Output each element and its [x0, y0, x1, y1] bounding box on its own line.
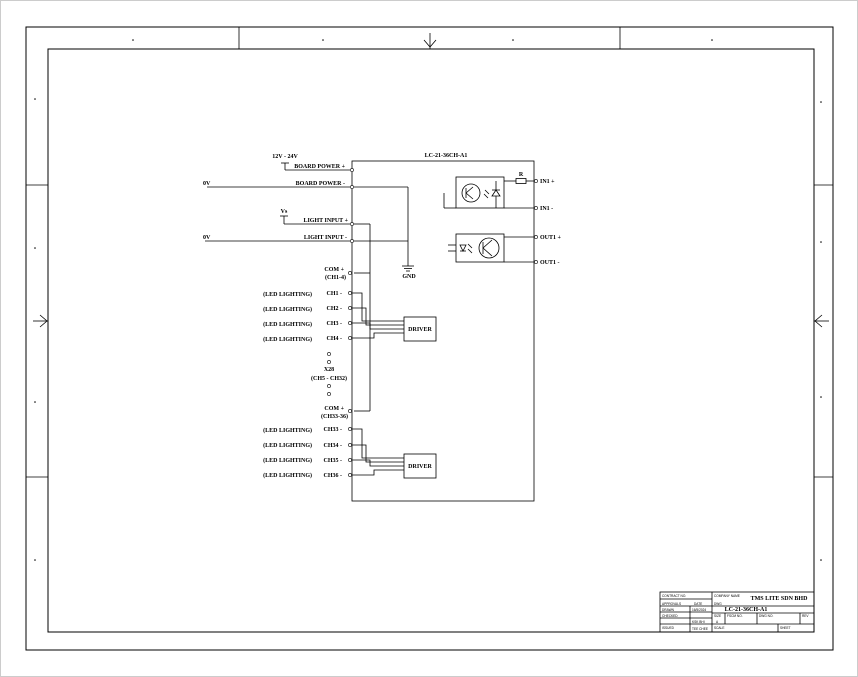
- load-label: (LED LIGHTING): [263, 442, 312, 449]
- group1-wiring: [352, 292, 404, 339]
- repeat-multiplier: X28: [324, 367, 334, 373]
- channel-label: CH35 -: [324, 458, 343, 464]
- repeat-range: (CH5 - CH32): [311, 375, 347, 382]
- approvals-label: APPROVALS: [662, 602, 681, 606]
- left-pins: [348, 168, 354, 477]
- load-label: (LED LIGHTING): [263, 291, 312, 298]
- output-optocoupler: [448, 233, 538, 264]
- outer-frame: [25, 26, 834, 651]
- gnd-label: GND: [402, 274, 416, 280]
- company-name: TMS LITE SDN BHD: [751, 596, 809, 602]
- checked-label: CHECKED: [662, 614, 678, 618]
- com-label-2: COM +: [324, 406, 344, 412]
- board-power-minus-label: BOARD POWER -: [296, 181, 345, 187]
- vs-label: Vs: [281, 209, 288, 215]
- channel-label: CH36 -: [324, 473, 343, 479]
- issued-by: TEE CHEE: [692, 627, 708, 631]
- in1-plus-label: IN1 +: [540, 179, 555, 185]
- frame-zone-marks: [26, 27, 833, 561]
- driver-label-2: DRIVER: [408, 464, 432, 470]
- zero-volt-label-1: 0V: [203, 181, 211, 187]
- channel-label: CH3 -: [327, 321, 343, 327]
- load-label: (LED LIGHTING): [263, 457, 312, 464]
- power-wiring: [205, 162, 414, 412]
- module-box: [351, 160, 535, 502]
- load-label: (LED LIGHTING): [263, 427, 312, 434]
- channel-label: CH33 -: [324, 427, 343, 433]
- com-range-1: (CH1-4): [325, 274, 346, 281]
- group2-channels: CH33 - CH34 - CH35 - CH36 - (LED LIGHTIN…: [263, 427, 342, 479]
- centering-arrows: [33, 33, 829, 328]
- company-name-label: COMPANY NAME: [714, 594, 740, 598]
- zero-volt-label-2: 0V: [203, 235, 211, 241]
- drawing-title: LC-21-36CH-A1: [725, 607, 768, 613]
- input-optocoupler: [443, 176, 538, 210]
- contract-no-label: CONTRACT NO.: [662, 594, 686, 598]
- com-range-2: (CH33-36): [321, 413, 348, 420]
- channel-label: CH1 -: [327, 291, 343, 297]
- fscm-label: FSCM NO.: [727, 614, 743, 618]
- drawn-date: 16/5/2024: [692, 608, 706, 612]
- com-label-1: COM +: [324, 267, 344, 273]
- sheet-label: SHEET: [780, 626, 791, 630]
- title-block: [659, 591, 815, 633]
- inner-frame: [47, 48, 815, 633]
- channel-label: CH34 -: [324, 443, 343, 449]
- scale-label: SCALE: [714, 626, 724, 630]
- load-label: (LED LIGHTING): [263, 336, 312, 343]
- group2-wiring: [352, 428, 404, 476]
- out1-minus-label: OUT1 -: [540, 260, 560, 266]
- dwg-no-label: DWG NO.: [759, 614, 773, 618]
- group1-channels: CH1 - CH2 - CH3 - CH4 - (LED LIGHTING) (…: [263, 291, 342, 343]
- load-label: (LED LIGHTING): [263, 321, 312, 328]
- driver-block-2: [403, 453, 437, 479]
- channel-label: CH4 -: [327, 336, 343, 342]
- load-label: (LED LIGHTING): [263, 472, 312, 479]
- out1-plus-label: OUT1 +: [540, 235, 562, 241]
- light-input-plus-label: LIGHT INPUT +: [303, 218, 348, 224]
- in1-minus-label: IN1 -: [540, 206, 553, 212]
- size-value: A: [716, 620, 719, 624]
- driver-label-1: DRIVER: [408, 327, 432, 333]
- rev-label: REV: [802, 614, 809, 618]
- load-label: (LED LIGHTING): [263, 306, 312, 313]
- light-input-minus-label: LIGHT INPUT -: [304, 235, 347, 241]
- voltage-label: 12V - 24V: [272, 154, 298, 160]
- driver-block-1: [403, 316, 437, 342]
- dwg-label: DWG: [714, 602, 722, 606]
- checked-by: KSK BHI: [692, 620, 705, 624]
- channel-label: CH2 -: [327, 306, 343, 312]
- resistor-label: R: [519, 172, 524, 178]
- repeat-dots: [327, 352, 331, 396]
- board-power-plus-label: BOARD POWER +: [294, 164, 345, 170]
- size-label: SIZE: [714, 614, 721, 618]
- issued-label: ISSUED: [662, 626, 675, 630]
- drawn-label: DRAWN: [662, 608, 675, 612]
- date-label: DATE: [694, 602, 702, 606]
- module-title: LC-21-36CH-A1: [425, 153, 468, 159]
